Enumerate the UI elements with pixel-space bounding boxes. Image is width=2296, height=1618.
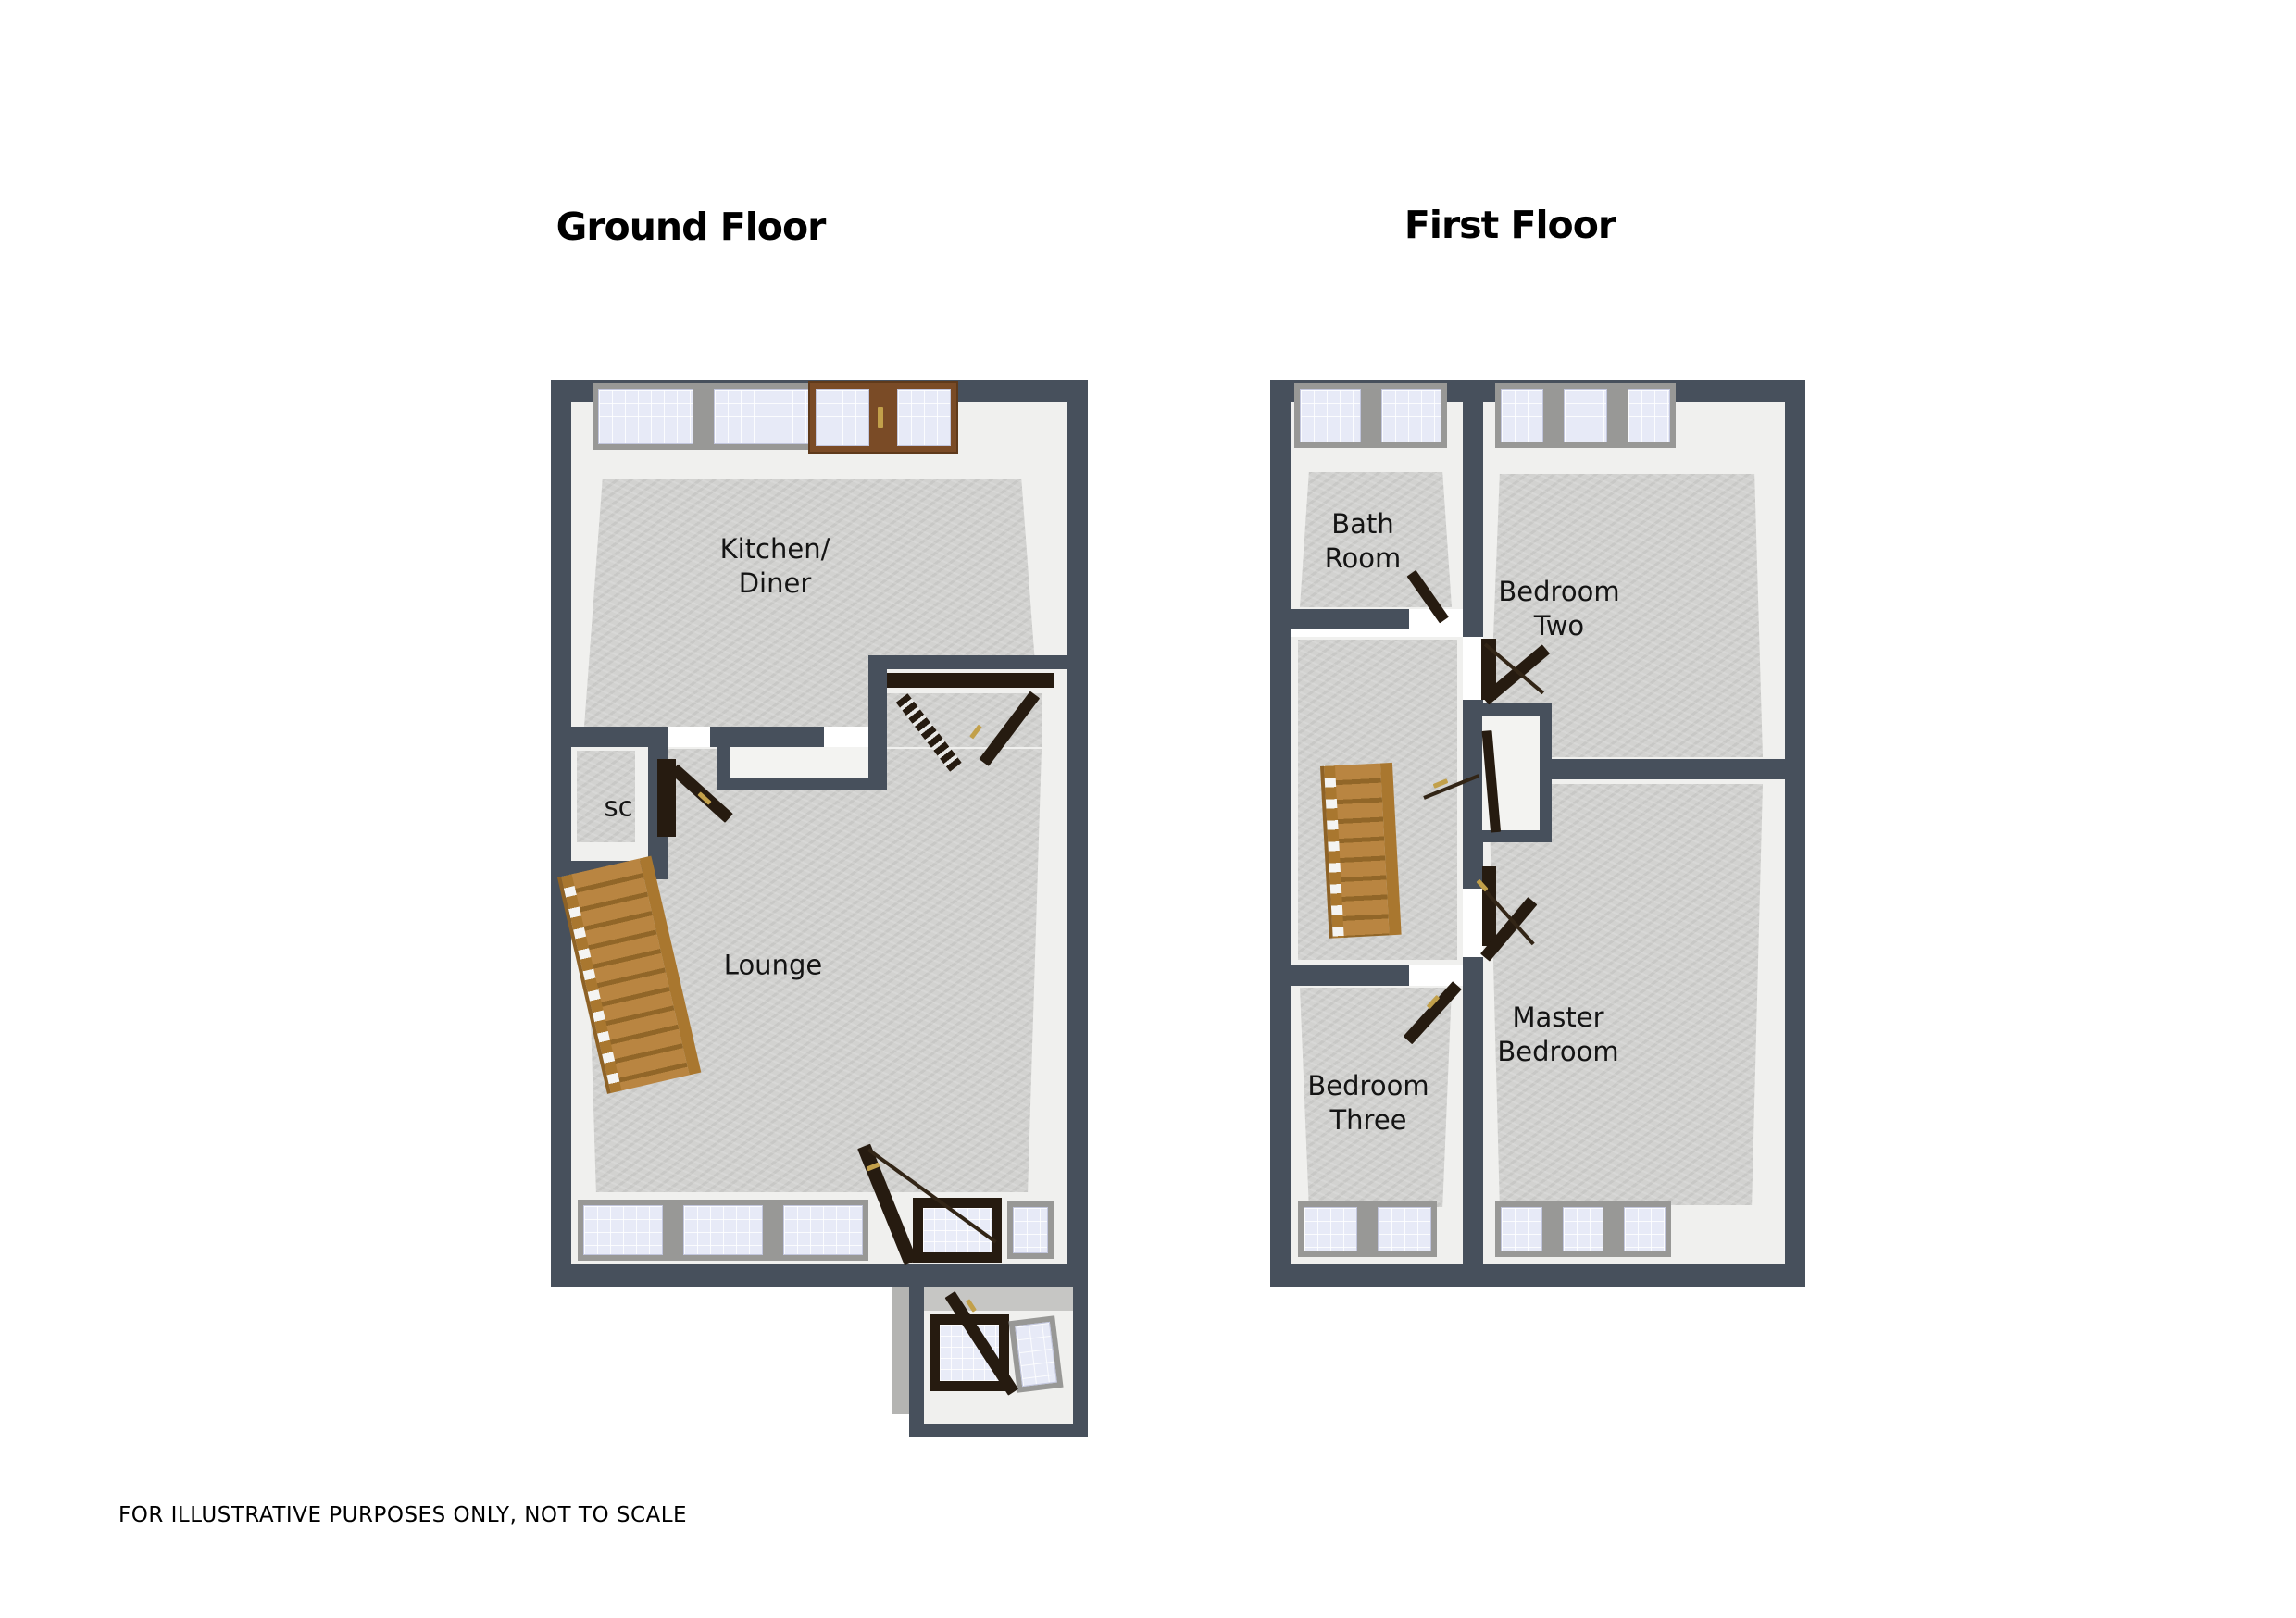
first-staircase <box>1320 762 1402 939</box>
bedroom-two-room <box>1483 402 1785 759</box>
french-door-handles <box>878 407 883 428</box>
master-bedroom-floor <box>1489 784 1763 1205</box>
master-door-frame <box>1482 866 1496 946</box>
window-pane <box>1624 1207 1666 1251</box>
cupboard-wall-left <box>1470 703 1482 842</box>
bathroom-bottom-wall <box>1270 609 1409 629</box>
kitchen-diner-room <box>571 402 1067 727</box>
storage-cupboard-floor <box>577 751 635 842</box>
window-pane <box>1015 1321 1057 1388</box>
kitchen-double-window <box>593 383 815 450</box>
room-label-bathroom: Bath Room <box>1324 507 1402 574</box>
first-wall-bottom <box>1270 1264 1805 1287</box>
kitchen-door-wall-v <box>868 655 887 790</box>
master-bedroom-triple-window <box>1495 1201 1671 1257</box>
window-pane <box>714 389 809 444</box>
storage-cupboard-room <box>571 747 648 861</box>
first-divider-upper <box>1463 380 1483 637</box>
porch-exterior-wall <box>892 1287 909 1414</box>
first-divider-lower <box>1463 957 1483 1264</box>
room-label-bedroom-three: Bedroom Three <box>1307 1069 1429 1136</box>
kitchen-french-doors <box>808 381 958 454</box>
porch-window <box>1008 1315 1064 1393</box>
window-pane <box>1378 1207 1431 1251</box>
french-door-pane <box>897 389 951 446</box>
ground-wall-bottom <box>551 1264 1088 1287</box>
bathroom-double-window <box>1294 383 1447 448</box>
disclaimer-text: FOR ILLUSTRATIVE PURPOSES ONLY, NOT TO S… <box>119 1503 688 1527</box>
window-pane <box>1013 1207 1048 1253</box>
first-wall-right <box>1785 380 1805 1287</box>
window-pane <box>1562 1207 1604 1251</box>
cupboard-wall-right <box>1540 703 1552 842</box>
master-bedroom-room <box>1483 779 1785 1264</box>
window-pane <box>1304 1207 1357 1251</box>
cupboard-wall-bottom <box>1470 830 1552 842</box>
front-doorway <box>913 1198 1002 1263</box>
room-label-master-bedroom: Master Bedroom <box>1497 1001 1619 1067</box>
room-label-lounge: Lounge <box>723 949 823 981</box>
bedroom-two-triple-window <box>1495 383 1676 448</box>
lounge-small-window <box>1007 1201 1054 1259</box>
kitchen-divider-wall-b <box>710 727 824 747</box>
ground-floor-title: Ground Floor <box>555 205 827 249</box>
landing-bottom-wall <box>1270 965 1409 986</box>
window-pane <box>1627 389 1670 442</box>
window-pane <box>683 1205 763 1255</box>
window-pane <box>1564 389 1607 442</box>
window-pane <box>583 1205 663 1255</box>
ground-wall-left <box>551 380 571 1287</box>
recess-bottom-wall <box>718 778 887 790</box>
kitchen-right-wall-h <box>868 655 1067 669</box>
bedroom-three-double-window <box>1298 1201 1437 1257</box>
porch-wall-bottom <box>909 1424 1088 1437</box>
cupboard-wall-top <box>1470 703 1552 716</box>
bedroom-three-floor <box>1300 988 1452 1207</box>
window-pane <box>1300 389 1361 442</box>
window-pane <box>598 389 693 444</box>
bedroom-two-bottom-wall <box>1541 759 1785 779</box>
window-pane <box>1380 389 1441 442</box>
chimney-recess <box>730 747 868 778</box>
room-label-kitchen-diner: Kitchen/ Diner <box>719 532 830 599</box>
window-pane <box>1501 389 1544 442</box>
hall-door-frame <box>657 759 676 837</box>
first-wall-left <box>1270 380 1291 1287</box>
lounge-triple-window <box>578 1200 868 1261</box>
window-pane <box>1501 1207 1542 1251</box>
porch-wall-right <box>1073 1287 1088 1437</box>
ground-wall-right <box>1067 380 1088 1287</box>
kitchen-divider-wall-a <box>551 727 668 747</box>
french-door-pane <box>816 389 869 446</box>
kitchen-door-header <box>887 673 1054 688</box>
room-label-bedroom-two: Bedroom Two <box>1498 575 1620 641</box>
porch-wall-left <box>909 1287 924 1437</box>
window-pane <box>783 1205 863 1255</box>
room-label-storage-cupboard: sc <box>604 790 633 823</box>
first-floor-title: First Floor <box>1404 203 1616 247</box>
